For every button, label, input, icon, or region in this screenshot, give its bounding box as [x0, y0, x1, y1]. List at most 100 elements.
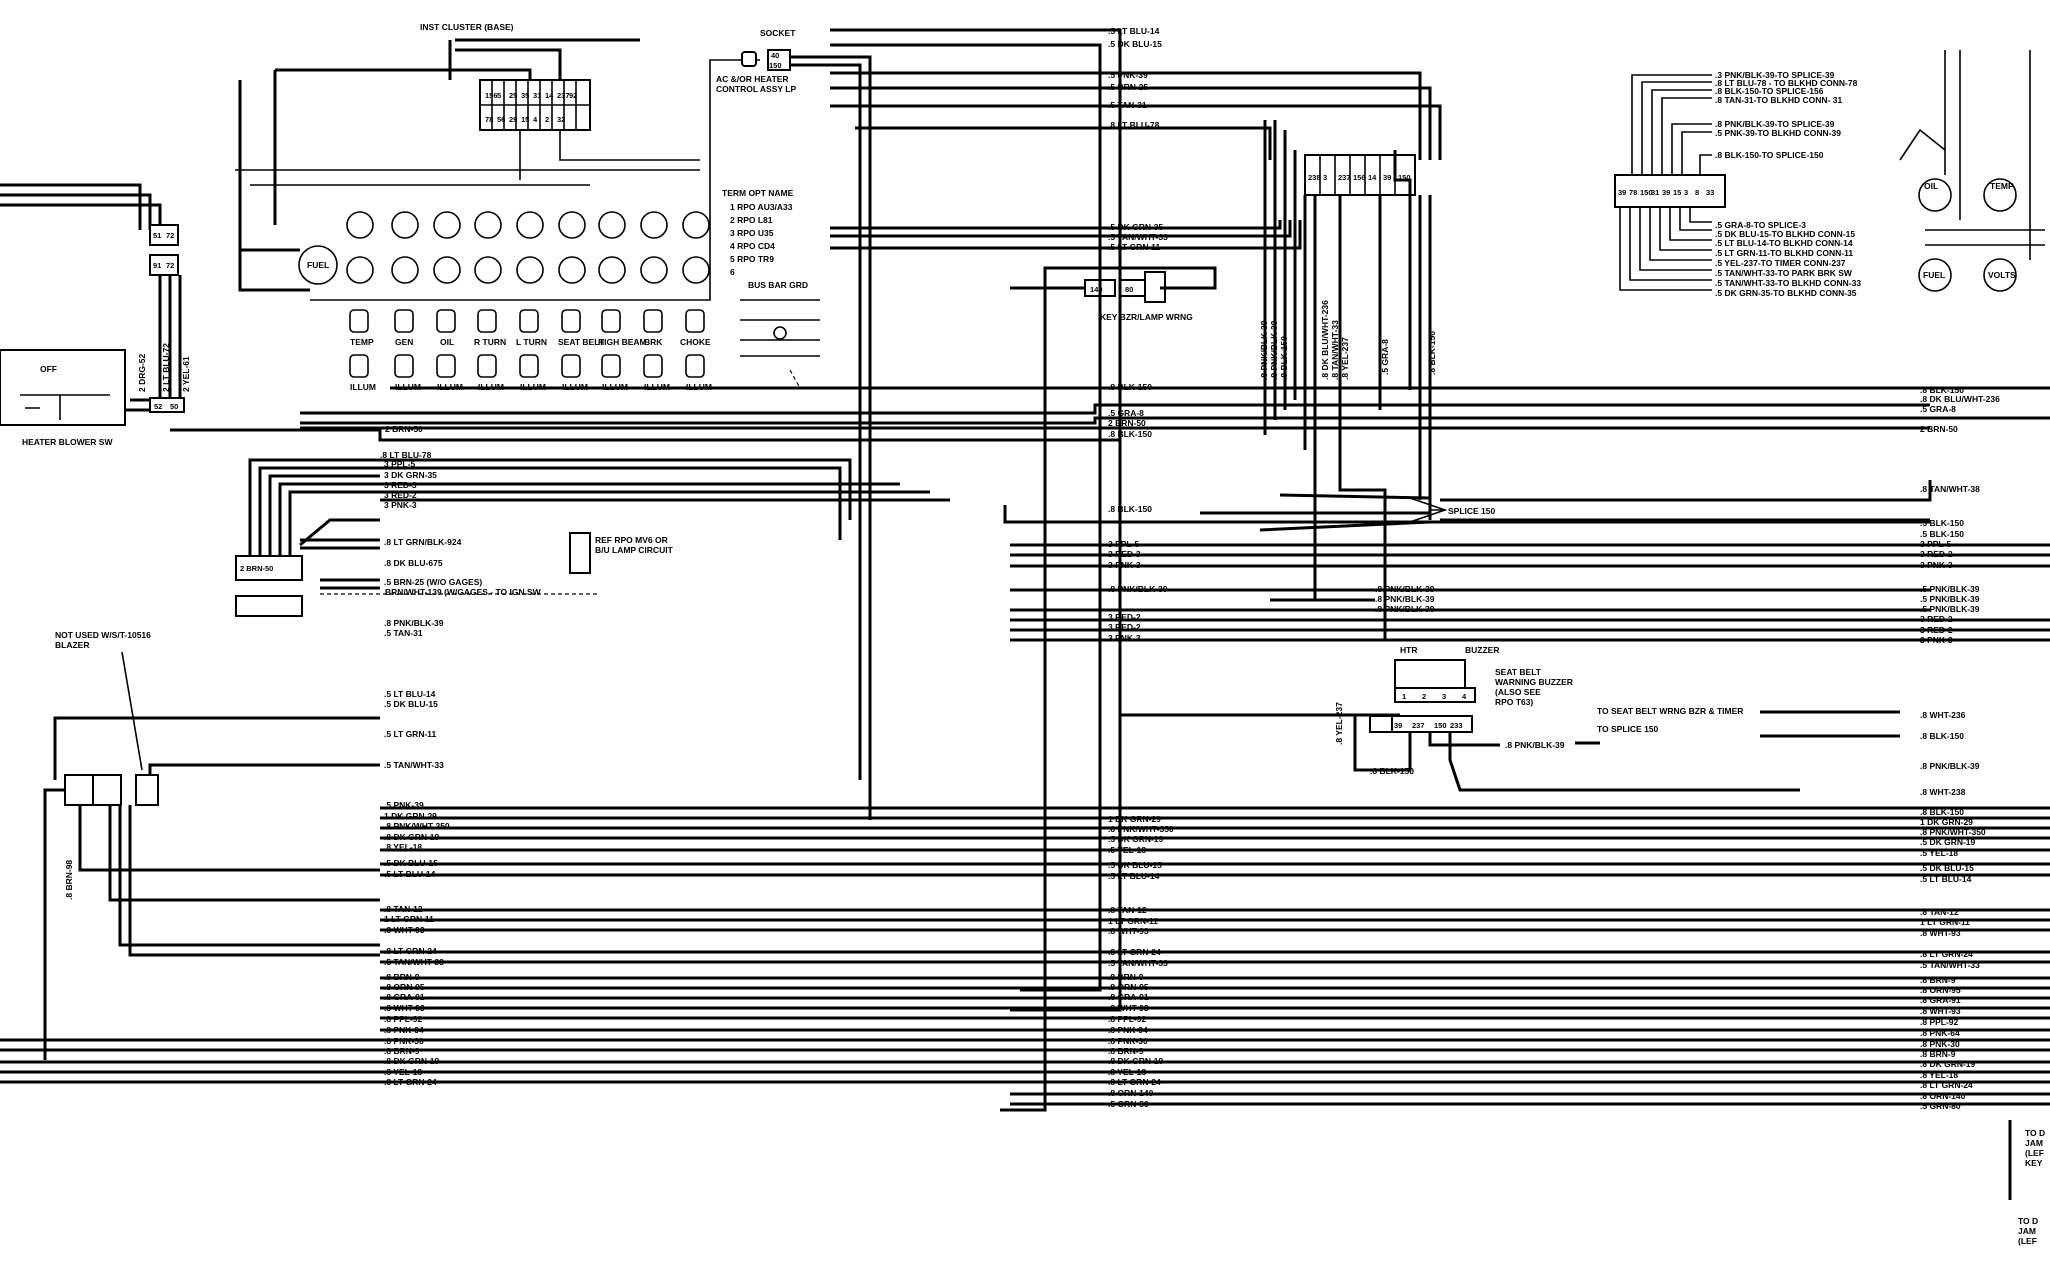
svg-text:.8 TAN-31-TO BLKHD CONN- 31: .8 TAN-31-TO BLKHD CONN- 31 [1715, 95, 1842, 105]
svg-text:1: 1 [1402, 692, 1406, 701]
svg-text:.8 LT GRN-24: .8 LT GRN-24 [1920, 1080, 1973, 1090]
svg-text:.5 DK GRN-19: .5 DK GRN-19 [1920, 837, 1976, 847]
svg-text:.5 PNK/BLK-39: .5 PNK/BLK-39 [1920, 594, 1980, 604]
svg-text:.5 GRN-80: .5 GRN-80 [1108, 1099, 1149, 1109]
svg-text:.5 DK BLU-15-TO BLKHD CONN-15: .5 DK BLU-15-TO BLKHD CONN-15 [1715, 229, 1855, 239]
svg-text:.8 PPL-92: .8 PPL-92 [1108, 1014, 1147, 1024]
svg-text:.8 BLK-150: .8 BLK-150 [1370, 766, 1414, 776]
svg-text:.8 BLK-150: .8 BLK-150 [1920, 807, 1964, 817]
center-connector: 238 3 237 156 14 39 150 .8 PNK/BLK-39 .8… [64, 120, 1437, 900]
svg-text:.8 GRA-91: .8 GRA-91 [1108, 992, 1149, 1002]
svg-text:KEY BZR/LAMP WRNG: KEY BZR/LAMP WRNG [1100, 312, 1193, 322]
svg-text:.8 BLK-150: .8 BLK-150 [1108, 382, 1152, 392]
svg-text:.8 PNK/WHT-350: .8 PNK/WHT-350 [1108, 824, 1174, 834]
svg-text:.8 BLK-150: .8 BLK-150 [1108, 504, 1152, 514]
svg-text:.5 TAN-31: .5 TAN-31 [1108, 100, 1147, 110]
svg-text:238: 238 [1308, 173, 1321, 182]
svg-text:.5 LT GRN-11: .5 LT GRN-11 [1108, 242, 1161, 252]
svg-text:.5 TAN-31: .5 TAN-31 [384, 628, 423, 638]
svg-text:8: 8 [1695, 188, 1699, 197]
svg-text:.8 PNK/BLK-39: .8 PNK/BLK-39 [1108, 584, 1168, 594]
svg-text:.8 BRN-9: .8 BRN-9 [1108, 972, 1144, 982]
svg-text:150: 150 [769, 61, 782, 70]
svg-text:3 PNK-3: 3 PNK-3 [1108, 633, 1141, 643]
svg-text:TO D: TO D [2025, 1128, 2045, 1138]
svg-text:39: 39 [1618, 188, 1626, 197]
svg-text:JAM: JAM [2025, 1138, 2043, 1148]
svg-text:HTR: HTR [1400, 645, 1417, 655]
svg-text:CHOKE: CHOKE [680, 337, 711, 347]
svg-text:2 BRN-50: 2 BRN-50 [240, 564, 273, 573]
left-wire-bundle: 2 BRN-50 .8 LT BLU-78 3 PPL-5 3 DK GRN-3… [43, 450, 950, 1087]
svg-text:.8 ORN-95: .8 ORN-95 [1108, 982, 1149, 992]
svg-text:.8 WHT-93: .8 WHT-93 [1920, 1006, 1961, 1016]
svg-text:5 RPO TR9: 5 RPO TR9 [730, 254, 774, 264]
svg-text:31: 31 [533, 91, 541, 100]
svg-text:.8 TAN-12: .8 TAN-12 [1108, 905, 1147, 915]
svg-text:.5 BLK-150: .5 BLK-150 [1920, 529, 1964, 539]
svg-text:5: 5 [497, 91, 501, 100]
svg-text:.8 PNK/BLK-39: .8 PNK/BLK-39 [384, 618, 444, 628]
svg-text:SEAT BELT: SEAT BELT [1495, 667, 1542, 677]
svg-text:TEMP: TEMP [1990, 181, 2014, 191]
svg-text:(ALSO SEE: (ALSO SEE [1495, 687, 1541, 697]
svg-text:78: 78 [1629, 188, 1637, 197]
svg-text:1 DK GRN-29: 1 DK GRN-29 [384, 811, 437, 821]
svg-text:.5 TAN/WHT-33: .5 TAN/WHT-33 [1920, 960, 1980, 970]
svg-text:L TURN: L TURN [516, 337, 547, 347]
svg-text:BRN/WHT-139 (W/GAGES - TO IGN: BRN/WHT-139 (W/GAGES - TO IGN SW [385, 587, 542, 597]
svg-text:.8 DK BLU/WHT-236: .8 DK BLU/WHT-236 [1320, 300, 1330, 380]
svg-text:.8 PNK-94: .8 PNK-94 [1108, 1025, 1148, 1035]
svg-text:.5 DK GRN-35: .5 DK GRN-35 [1108, 222, 1164, 232]
svg-text:2 RPO L81: 2 RPO L81 [730, 215, 773, 225]
svg-text:.8 YEL-18: .8 YEL-18 [1920, 1070, 1958, 1080]
main-harness [0, 386, 2050, 1106]
svg-text:.5 LT BLU-14: .5 LT BLU-14 [1108, 26, 1160, 36]
svg-text:.8 PPL-92: .8 PPL-92 [1920, 1017, 1959, 1027]
svg-text:.8 PNK/BLK-39: .8 PNK/BLK-39 [1375, 584, 1435, 594]
svg-text:.5 BRN-25: .5 BRN-25 [1108, 82, 1148, 92]
svg-text:HIGH BEAM: HIGH BEAM [598, 337, 647, 347]
svg-text:56: 56 [497, 115, 505, 124]
svg-text:AC &/OR HEATER: AC &/OR HEATER [716, 74, 789, 84]
svg-text:3 DK GRN-35: 3 DK GRN-35 [384, 470, 437, 480]
svg-text:.5 TAN/WHT-33-TO BLKHD CONN-33: .5 TAN/WHT-33-TO BLKHD CONN-33 [1715, 278, 1861, 288]
svg-text:3 PNK-3: 3 PNK-3 [1108, 560, 1141, 570]
svg-text:TO D: TO D [2018, 1216, 2038, 1226]
svg-text:.8 YEL-18: .8 YEL-18 [1108, 1067, 1146, 1077]
svg-text:51: 51 [153, 231, 161, 240]
svg-text:3: 3 [1684, 188, 1688, 197]
svg-text:BUZZER: BUZZER [1465, 645, 1499, 655]
svg-text:.8 BRN-98: .8 BRN-98 [64, 860, 74, 900]
svg-text:.5 PNK-39: .5 PNK-39 [1108, 70, 1148, 80]
svg-text:SEAT BELT: SEAT BELT [558, 337, 605, 347]
right-connector: 39 78 150 31 39 15 3 8 33 .3 PNK/BLK-39-… [1614, 50, 2045, 298]
svg-text:14: 14 [545, 91, 554, 100]
svg-text:.8 WHT-236: .8 WHT-236 [1920, 710, 1966, 720]
svg-text:52: 52 [154, 402, 162, 411]
svg-text:33: 33 [1706, 188, 1714, 197]
svg-text:50: 50 [170, 402, 178, 411]
svg-text:.8 WHT-93: .8 WHT-93 [1108, 1003, 1149, 1013]
svg-text:HEATER BLOWER SW: HEATER BLOWER SW [22, 437, 113, 447]
svg-text:.5 LT BLU-14-TO BLKHD CONN-14: .5 LT BLU-14-TO BLKHD CONN-14 [1715, 238, 1853, 248]
svg-text:(LEF: (LEF [2018, 1236, 2037, 1246]
svg-text:2 LT BLU-72: 2 LT BLU-72 [161, 343, 171, 392]
svg-text:.8 BLK-150: .8 BLK-150 [1920, 385, 1964, 395]
svg-text:.5 DK BLU-15: .5 DK BLU-15 [1108, 860, 1162, 870]
svg-text:.8 WHT-238: .8 WHT-238 [1920, 787, 1966, 797]
svg-text:OIL: OIL [440, 337, 454, 347]
svg-text:SOCKET: SOCKET [760, 28, 796, 38]
top-wire-bundle: .5 LT BLU-14 .5 DK BLU-15 .5 PNK-39 .5 B… [830, 26, 1442, 1012]
svg-text:237: 237 [557, 91, 570, 100]
svg-text:1 LT GRN-11: 1 LT GRN-11 [1920, 917, 1970, 927]
svg-text:.8 LT BLU-78: .8 LT BLU-78 [380, 450, 432, 460]
svg-text:R TURN: R TURN [474, 337, 506, 347]
svg-text:TO SPLICE 150: TO SPLICE 150 [1597, 724, 1659, 734]
svg-text:3 RED-2: 3 RED-2 [1920, 625, 1953, 635]
svg-text:3: 3 [1442, 692, 1446, 701]
svg-text:.5 LT GRN-11: .5 LT GRN-11 [384, 729, 437, 739]
svg-text:.5 DK BLU-15: .5 DK BLU-15 [1920, 863, 1974, 873]
svg-text:BRK: BRK [644, 337, 663, 347]
